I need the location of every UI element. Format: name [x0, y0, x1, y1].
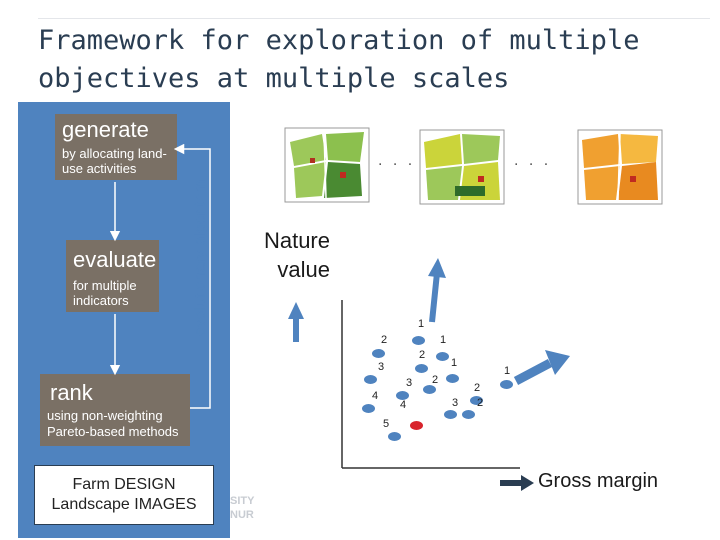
point-rank-label: 3 — [452, 397, 459, 409]
gross-margin-arrow-icon — [500, 475, 534, 491]
farm-map-icon — [577, 129, 663, 205]
rank-box: rank using non-weighting Pareto-based me… — [40, 374, 190, 446]
solution-point — [388, 432, 401, 441]
point-rank-label: 1 — [440, 334, 447, 346]
optimization-arrow-icon — [428, 258, 446, 323]
generate-heading: generate — [62, 117, 149, 142]
solution-point — [364, 375, 377, 384]
university-logo-fragment: SITY NUR — [230, 494, 254, 522]
solution-point — [462, 410, 475, 419]
point-rank-label: 2 — [419, 349, 426, 361]
point-rank-label: 3 — [406, 377, 413, 389]
point-rank-label: 4 — [372, 390, 379, 402]
solution-point — [412, 336, 425, 345]
farm-map-icon — [284, 127, 370, 203]
rank-heading: rank — [50, 380, 93, 405]
ellipsis: . . . — [514, 152, 552, 169]
nature-value-arrow-icon — [288, 302, 304, 342]
solution-point — [415, 364, 428, 373]
solution-point — [470, 396, 483, 405]
solution-point — [396, 391, 409, 400]
ellipsis: . . . — [378, 152, 416, 169]
evaluate-heading: evaluate — [73, 247, 157, 272]
gross-margin-label: Gross margin — [538, 470, 659, 492]
generate-description: by allocating land-use activities — [62, 146, 167, 176]
solution-point — [436, 352, 449, 361]
selected-solution-point — [410, 421, 423, 430]
point-rank-label: 1 — [504, 365, 511, 377]
landscape-images-line: Landscape IMAGES — [51, 496, 197, 513]
point-rank-label: 2 — [381, 334, 388, 346]
point-rank-label: 1 — [418, 318, 425, 330]
evaluate-description: for multiple indicators — [73, 278, 137, 308]
page-title: Framework for exploration of multiple ob… — [38, 25, 640, 94]
pareto-direction-arrow-icon — [513, 350, 570, 385]
nature-value-label: Nature value — [263, 228, 330, 282]
farm-design-box: Farm DESIGN Landscape IMAGES — [34, 465, 214, 525]
farm-map-icon — [419, 129, 505, 205]
solution-point — [423, 385, 436, 394]
point-rank-label: 2 — [432, 374, 439, 386]
farm-design-line: Farm DESIGN — [72, 476, 176, 493]
solution-point — [362, 404, 375, 413]
point-rank-label: 4 — [400, 399, 407, 411]
evaluate-box: evaluate for multiple indicators — [66, 240, 159, 312]
point-rank-label: 2 — [477, 397, 484, 409]
solution-point — [444, 410, 457, 419]
rank-description: using non-weighting Pareto-based methods — [47, 408, 179, 439]
solution-point — [446, 374, 459, 383]
point-rank-label: 3 — [378, 361, 385, 373]
point-rank-label: 2 — [474, 382, 481, 394]
solution-point — [500, 380, 513, 389]
solution-point — [372, 349, 385, 358]
generate-box: generate by allocating land-use activiti… — [55, 114, 177, 180]
point-rank-label: 5 — [383, 418, 390, 430]
logo-text-bottom: NUR — [230, 509, 254, 521]
logo-text-top: SITY — [230, 495, 255, 507]
point-rank-label: 1 — [451, 357, 458, 369]
feedback-loop-arrow — [173, 143, 211, 409]
header-rule — [38, 18, 710, 19]
